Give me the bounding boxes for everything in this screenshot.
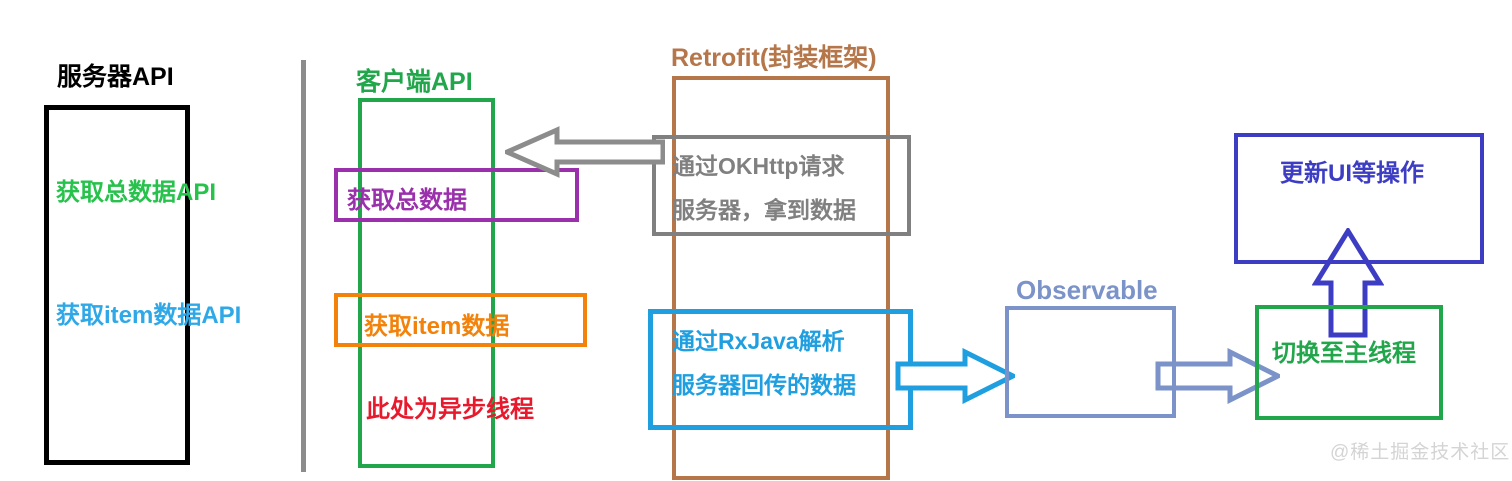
- watermark: @稀土掘金技术社区: [1330, 442, 1511, 463]
- okhttp-line-1: 通过OKHttp请求: [672, 153, 845, 179]
- rxjava-parse-label: 通过RxJava解析服务器回传的数据: [672, 319, 856, 407]
- async-thread-note: 此处为异步线程: [366, 396, 534, 423]
- client-get-item-data-box: [334, 293, 587, 347]
- main-thread-to-ui-arrow: [1312, 228, 1384, 338]
- switch-to-main-thread-label: 切换至主线程: [1272, 340, 1416, 367]
- server-api-item-data-label: 获取item数据API: [56, 302, 242, 329]
- update-ui-box: [1234, 133, 1484, 264]
- vertical-divider: [301, 60, 306, 472]
- update-ui-label: 更新UI等操作: [1280, 160, 1424, 187]
- retrofit-title: Retrofit(封装框架): [671, 44, 877, 72]
- okhttp-request-box: [652, 135, 911, 236]
- switch-to-main-thread-box: [1255, 305, 1443, 420]
- rxjava-line-2: 服务器回传的数据: [672, 372, 856, 398]
- client-get-total-data-box: [334, 168, 579, 222]
- server-api-title: 服务器API: [57, 63, 174, 91]
- client-api-title: 客户端API: [356, 68, 473, 96]
- observable-box: [1005, 306, 1176, 418]
- retrofit-to-client-arrow: [505, 126, 665, 178]
- observable-to-main-thread-arrow: [1155, 348, 1280, 404]
- okhttp-request-label: 通过OKHttp请求服务器，拿到数据: [672, 144, 856, 232]
- rxjava-line-1: 通过RxJava解析: [672, 328, 845, 354]
- client-get-total-data-label: 获取总数据: [347, 187, 467, 214]
- client-api-box: [358, 98, 495, 468]
- client-get-item-data-label: 获取item数据: [364, 313, 510, 340]
- rxjava-to-observable-arrow: [895, 348, 1015, 404]
- okhttp-line-2: 服务器，拿到数据: [672, 197, 856, 223]
- server-api-total-data-label: 获取总数据API: [56, 179, 217, 206]
- observable-title: Observable: [1016, 275, 1158, 305]
- server-api-box: [44, 105, 190, 465]
- retrofit-box: [672, 76, 890, 480]
